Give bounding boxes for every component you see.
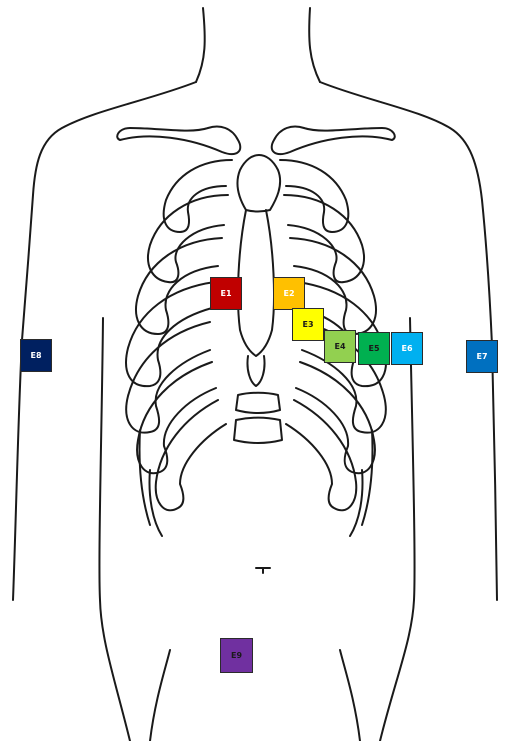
electrode-e3-label: E3 — [302, 320, 313, 329]
electrode-e4: E4 — [324, 330, 356, 363]
electrode-e8: E8 — [20, 339, 52, 372]
electrode-e6-label: E6 — [401, 344, 412, 353]
electrode-e2: E2 — [273, 277, 305, 310]
electrode-e7: E7 — [466, 340, 498, 373]
electrode-e1: E1 — [210, 277, 242, 310]
electrode-e5: E5 — [358, 332, 390, 365]
electrode-e9-label: E9 — [231, 651, 242, 660]
electrode-e8-label: E8 — [30, 351, 41, 360]
electrode-e1-label: E1 — [220, 289, 231, 298]
electrode-e3: E3 — [292, 308, 324, 341]
electrode-e9: E9 — [220, 638, 253, 673]
electrode-e4-label: E4 — [334, 342, 345, 351]
electrode-e7-label: E7 — [476, 352, 487, 361]
electrode-e5-label: E5 — [368, 344, 379, 353]
electrode-e2-label: E2 — [283, 289, 294, 298]
electrode-e6: E6 — [391, 332, 423, 365]
